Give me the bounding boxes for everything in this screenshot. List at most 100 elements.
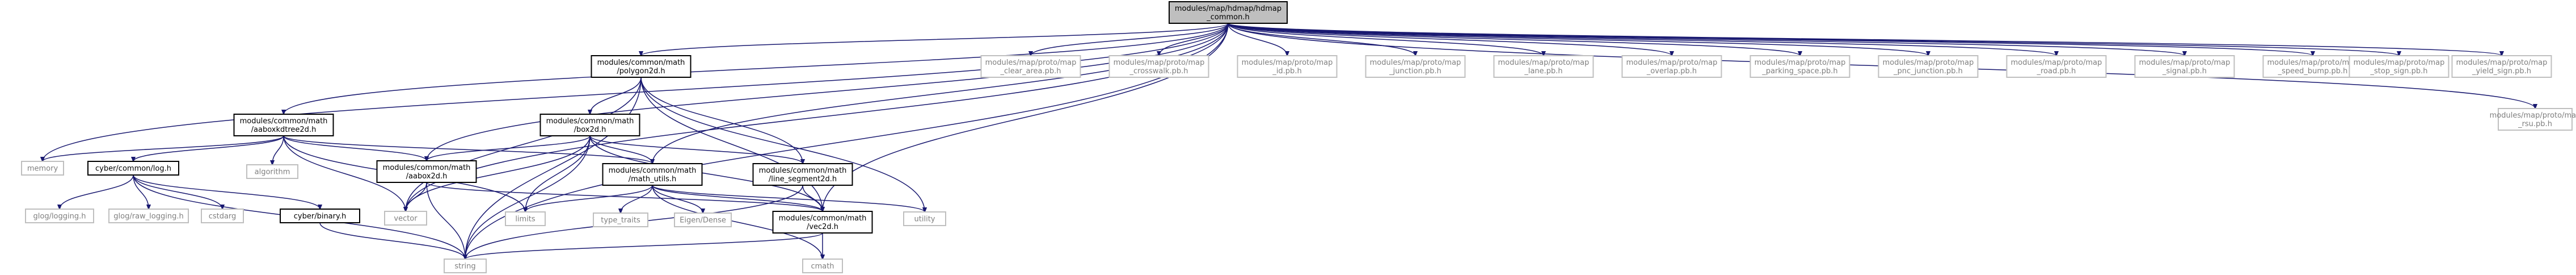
node-label-yieldsign-line-1: _yield_sign.pb.h [2472, 67, 2531, 76]
node-label-clear-line-0: modules/map/proto/map [985, 59, 1077, 67]
edge-root-to-mapid [1228, 23, 1287, 56]
node-junction: modules/map/proto/map_junction.pb.h [1365, 55, 1466, 78]
node-rsu: modules/map/proto/map_rsu.pb.h [2490, 108, 2576, 131]
node-aabox2d[interactable]: modules/common/math/aabox2d.h [376, 160, 477, 183]
edge-root-to-parking [1228, 23, 1800, 56]
node-polygon[interactable]: modules/common/math/polygon2d.h [591, 55, 692, 78]
node-box-algorithm [246, 164, 298, 179]
node-signal: modules/map/proto/map_signal.pb.h [2134, 55, 2235, 78]
edge-mathutils-to-eigen [652, 185, 703, 213]
node-aabox[interactable]: modules/common/math/aaboxkdtree2d.h [233, 114, 334, 136]
node-box-mathutils [602, 163, 703, 186]
node-box-vector [384, 211, 427, 226]
node-cyberlog[interactable]: cyber/common/log.h [87, 161, 179, 176]
node-parking: modules/map/proto/map_parking_space.pb.h [1749, 55, 1850, 78]
edge-root-to-lane [1228, 23, 1544, 56]
edge-box2d-to-aabox2d [427, 135, 591, 161]
node-label-road-line-1: _road.pb.h [2037, 67, 2076, 76]
node-limits: limits [505, 211, 546, 226]
node-clear: modules/map/proto/map_clear_area.pb.h [980, 55, 1081, 78]
node-crosswalk: modules/map/proto/map_crosswalk.pb.h [1108, 55, 1209, 78]
node-label-cstdarg-line-0: cstdarg [209, 213, 237, 221]
node-yieldsign: modules/map/proto/map_yield_sign.pb.h [2451, 55, 2552, 78]
edge-aabox-to-mathutils [283, 135, 652, 164]
node-root[interactable]: modules/map/hdmap/hdmap_common.h [1169, 1, 1288, 24]
node-box-rsu [2498, 108, 2573, 131]
node-stopsign: modules/map/proto/map_stop_sign.pb.h [2349, 55, 2449, 78]
node-label-vector-line-0: vector [394, 215, 418, 223]
node-label-lineseg-line-0: modules/common/math [759, 166, 847, 175]
node-lineseg[interactable]: modules/common/math/line_segment2d.h [752, 163, 853, 186]
node-label-yieldsign-line-0: modules/map/proto/map [2456, 59, 2548, 67]
node-label-overlap-line-0: modules/map/proto/map [1626, 59, 1718, 67]
edge-polygon-to-utility [640, 77, 925, 212]
node-box-crosswalk [1108, 55, 1209, 78]
node-label-mathutils-line-1: /math_utils.h [629, 175, 677, 184]
node-label-rsu-line-1: _rsu.pb.h [2518, 120, 2552, 128]
node-label-lane-line-0: modules/map/proto/map [1498, 59, 1590, 67]
node-box-overlap [1621, 55, 1722, 78]
node-mathutils[interactable]: modules/common/math/math_utils.h [602, 163, 703, 186]
edge-binary-to-string [319, 222, 465, 259]
node-box-aabox [233, 114, 334, 136]
node-label-vec2d-line-0: modules/common/math [779, 214, 867, 223]
node-label-box2d-line-0: modules/common/math [546, 117, 634, 126]
node-eigen: Eigen/Dense [674, 213, 732, 227]
node-label-parking-line-0: modules/map/proto/map [1755, 59, 1846, 67]
node-box-rawlog [108, 209, 189, 223]
node-label-speedbump-line-1: _speed_bump.pb.h [2278, 67, 2348, 76]
node-label-mathutils-line-0: modules/common/math [609, 166, 697, 175]
edge-polygon-to-vector [406, 77, 642, 211]
edge-cyberlog-to-rawlog [133, 174, 149, 209]
edge-aabox-to-memory [43, 135, 284, 161]
node-binary[interactable]: cyber/binary.h [280, 209, 360, 223]
node-box-binary [280, 209, 360, 223]
edge-root-to-stopsign [1228, 23, 2399, 56]
node-overlap: modules/map/proto/map_overlap.pb.h [1621, 55, 1722, 78]
node-label-lane-line-1: _lane.pb.h [1524, 67, 1562, 76]
edge-root-to-signal [1228, 23, 2185, 56]
node-label-glog-line-0: glog/logging.h [33, 213, 86, 221]
node-label-pnc-line-1: _pnc_junction.pb.h [1893, 67, 1963, 76]
node-label-cmath-line-0: cmath [811, 262, 834, 271]
node-cstdarg: cstdarg [201, 209, 244, 223]
node-box-vec2d [772, 211, 873, 234]
edge-root-to-aabox2d [427, 23, 1229, 161]
edge-box2d-to-vec2d [589, 135, 823, 211]
node-label-stopsign-line-0: modules/map/proto/map [2354, 59, 2445, 67]
edge-vec2d-to-string [465, 232, 823, 259]
node-label-binary-line-0: cyber/binary.h [294, 213, 346, 221]
edges-layer [43, 23, 2535, 259]
edge-aabox2d-to-vec2d [426, 182, 823, 211]
node-box-speedbump [2262, 55, 2363, 78]
node-box2d[interactable]: modules/common/math/box2d.h [539, 114, 640, 136]
node-box-signal [2134, 55, 2235, 78]
edge-root-to-pnc [1228, 23, 1928, 56]
node-mapid: modules/map/proto/map_id.pb.h [1237, 55, 1338, 78]
node-label-utility-line-0: utility [914, 215, 935, 224]
node-box-glog [25, 209, 94, 223]
node-label-aabox2d-line-0: modules/common/math [383, 164, 471, 172]
edge-aabox-to-algorithm [272, 135, 284, 165]
node-glog: glog/logging.h [25, 209, 94, 223]
node-label-junction-line-1: _junction.pb.h [1389, 67, 1441, 76]
node-box-lane [1493, 55, 1594, 78]
node-label-mapid-line-0: modules/map/proto/map [1242, 59, 1333, 67]
node-label-signal-line-0: modules/map/proto/map [2139, 59, 2231, 67]
node-vec2d[interactable]: modules/common/math/vec2d.h [772, 211, 873, 234]
node-box-memory [21, 161, 64, 176]
node-label-root-line-0: modules/map/hdmap/hdmap [1175, 5, 1281, 13]
node-lane: modules/map/proto/map_lane.pb.h [1493, 55, 1594, 78]
node-box-yieldsign [2451, 55, 2552, 78]
edge-polygon-to-box2d [590, 77, 642, 114]
node-label-eigen-line-0: Eigen/Dense [680, 216, 726, 225]
edge-polygon-to-lineseg [640, 77, 803, 164]
edge-root-to-yieldsign [1228, 23, 2502, 56]
node-box-cstdarg [201, 209, 244, 223]
node-label-aabox-line-1: /aaboxkdtree2d.h [251, 126, 317, 134]
edge-mathutils-to-utility [652, 185, 925, 212]
edge-polygon-to-vec2d [640, 77, 823, 211]
node-string: string [444, 259, 487, 273]
node-label-polygon-line-0: modules/common/math [597, 59, 685, 67]
node-label-rsu-line-0: modules/map/proto/map [2490, 111, 2576, 120]
